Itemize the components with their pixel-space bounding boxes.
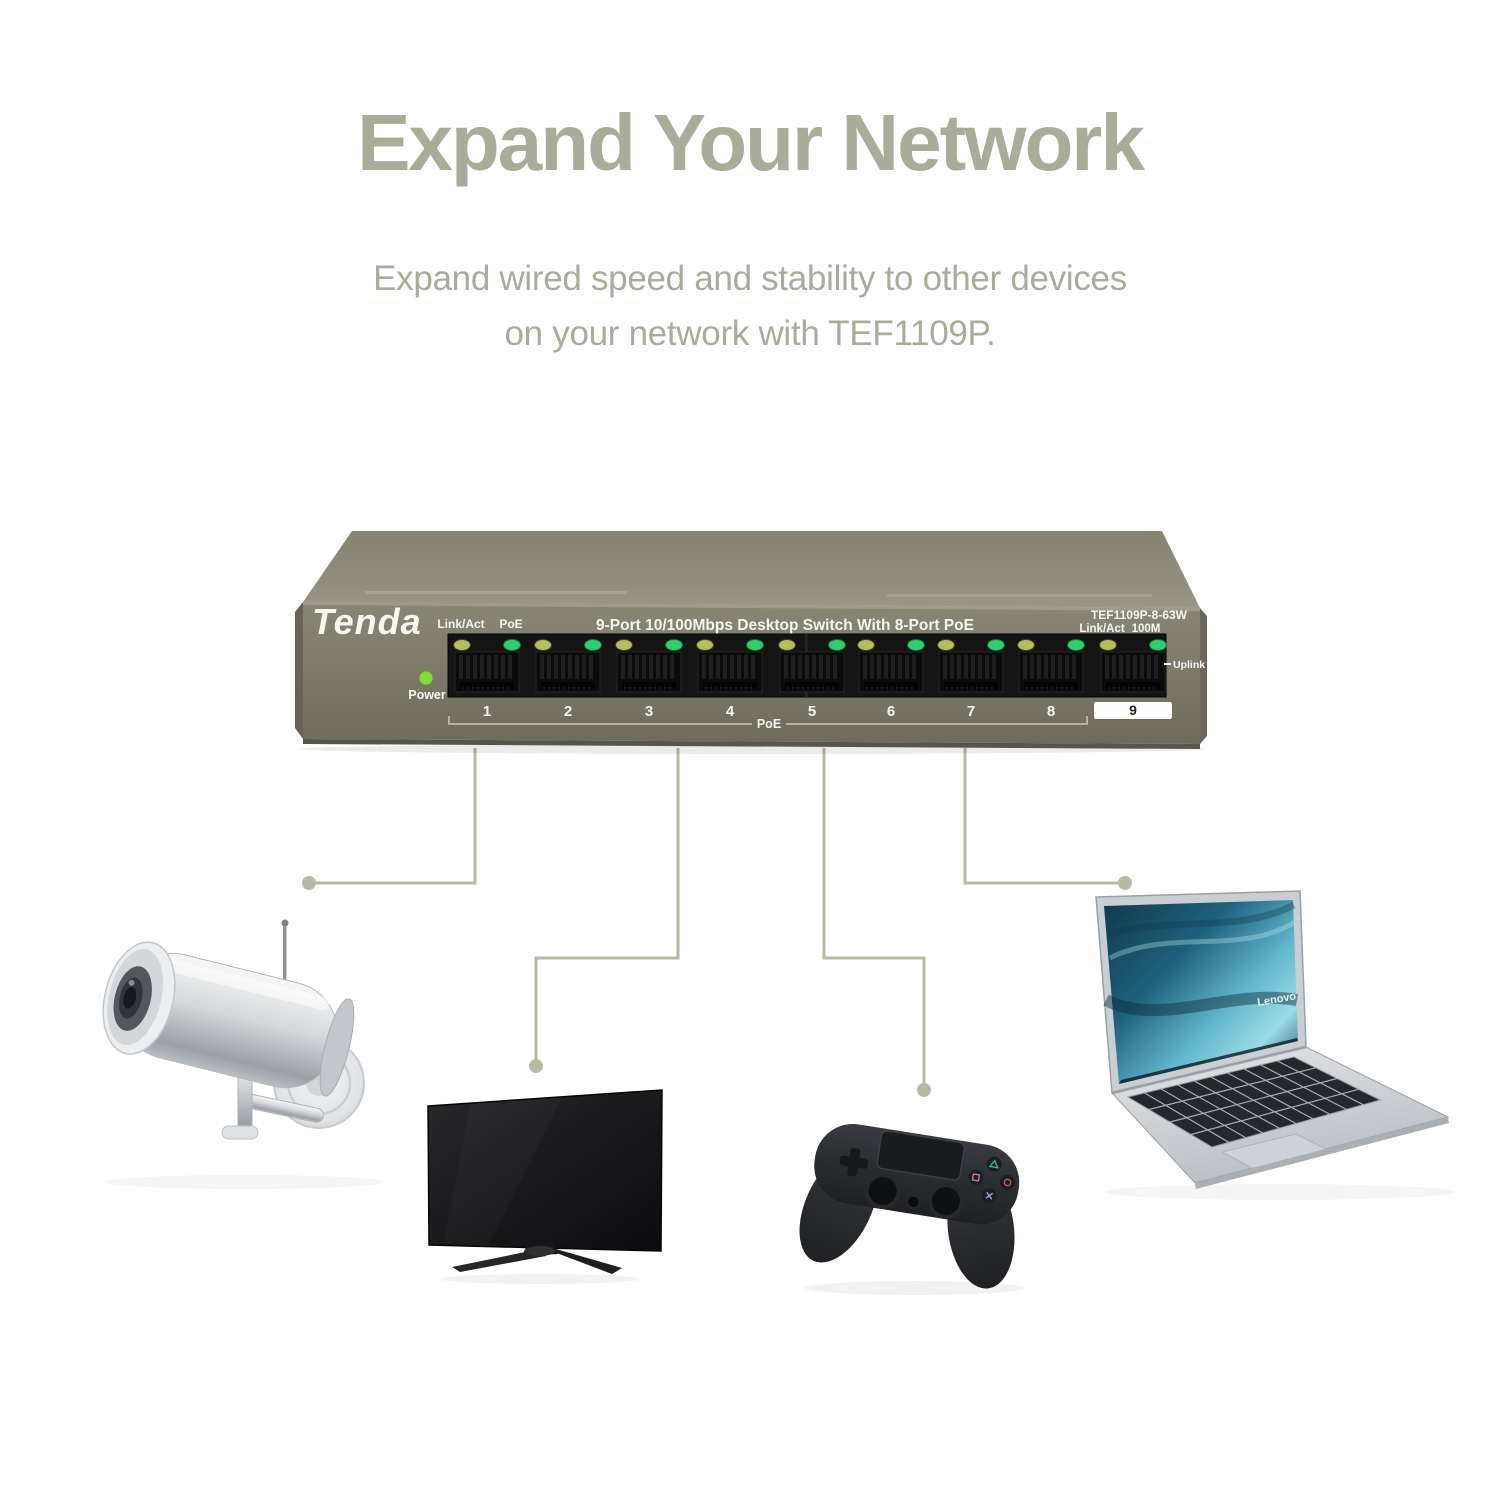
- port-numbers: 1 2 3 4 5 6 7 8: [483, 703, 1055, 720]
- laptop-hinge: [1111, 1045, 1307, 1095]
- rj45-port-1: [454, 651, 520, 693]
- port-number-2: 2: [564, 703, 572, 720]
- switch-base-strip: [303, 739, 1200, 749]
- line-port7-to-laptop: [963, 748, 1121, 885]
- port-number-9: 9: [1129, 702, 1137, 718]
- line-port4-to-tv: [534, 748, 680, 1062]
- top-groove-right: [886, 594, 1152, 597]
- camera-lens-core: [123, 987, 137, 1009]
- model-label: TEF1109P-8-63W: [1091, 608, 1188, 622]
- rj45-port-7: [938, 651, 1004, 693]
- tv-shadow: [440, 1274, 640, 1284]
- port-number-5: 5: [808, 703, 816, 720]
- screen-wave-dark: [1103, 991, 1299, 1017]
- switch-brand: Tenda: [312, 601, 422, 642]
- led-label-poe: PoE: [499, 617, 522, 631]
- camera-mount-foot: [221, 1125, 259, 1140]
- camera-body-highlight: [154, 956, 330, 1010]
- rj45-port-3: [616, 651, 682, 693]
- port-number-8: 8: [1047, 703, 1055, 720]
- laptop-key-grid: [1144, 1060, 1364, 1143]
- camera-shadow: [105, 1175, 385, 1189]
- rj45-port-9-uplink: [1100, 651, 1166, 693]
- laptop-keyboard: [1126, 1056, 1382, 1148]
- line-port5-to-controller: [822, 748, 926, 1086]
- line-endpoint-laptop: [1118, 876, 1132, 890]
- device-laptop: Lenovo: [1095, 890, 1455, 1200]
- page-subtitle: Expand wired speed and stability to othe…: [0, 251, 1500, 361]
- rj45-port-2: [535, 651, 601, 693]
- controller-left-stick: [864, 1173, 901, 1210]
- port-number-7: 7: [967, 703, 975, 720]
- camera-body-group: [102, 941, 355, 1097]
- laptop-screen: [1104, 900, 1298, 1084]
- uplink-led-label-link: Link/Act: [1079, 623, 1125, 635]
- screen-wave-light: [1108, 919, 1297, 961]
- uplink-label: Uplink: [1173, 659, 1205, 671]
- led-label-link-act: Link/Act: [437, 617, 484, 631]
- port-number-4: 4: [726, 703, 735, 720]
- top-groove-left: [365, 591, 627, 594]
- tv-stand-hub: [525, 1246, 555, 1256]
- subtitle-line-2: on your network with TEF1109P.: [504, 314, 996, 353]
- controller-shadow: [805, 1281, 1025, 1295]
- controller-right-stick: [927, 1183, 964, 1220]
- screen-wave-dark2: [1106, 901, 1296, 939]
- line-endpoint-camera: [302, 876, 316, 890]
- device-tv: [427, 1089, 663, 1284]
- camera-antenna-tip: [281, 919, 289, 927]
- line-port1-to-camera: [313, 748, 477, 885]
- poe-group-bracket: [448, 716, 1088, 725]
- rj45-port-5: [779, 651, 845, 693]
- controller-dpad-horizontal: [839, 1155, 868, 1169]
- camera-lens-glint: [128, 979, 135, 986]
- rj45-ports: [454, 651, 1166, 693]
- uplink-led-label-speed: 100M: [1132, 623, 1161, 635]
- page-title: Expand Your Network: [357, 98, 1145, 187]
- front-top-highlight: [303, 602, 1200, 611]
- network-switch: Tenda Power Link/Act PoE 9-Port 10/100Mb…: [295, 531, 1207, 754]
- port-number-1: 1: [483, 703, 491, 720]
- subtitle-line-1: Expand wired speed and stability to othe…: [373, 259, 1127, 298]
- uplink-port-number-box: [1094, 702, 1172, 719]
- power-led: [418, 670, 434, 686]
- screen-bottom-reflection: [1119, 1038, 1298, 1084]
- rj45-port-8: [1018, 651, 1084, 693]
- panel-title: 9-Port 10/100Mbps Desktop Switch With 8-…: [596, 617, 974, 634]
- line-endpoint-controller: [917, 1083, 931, 1097]
- device-ip-camera: [102, 919, 385, 1189]
- switch-right-face: [1200, 608, 1207, 744]
- switch-left-face: [295, 602, 303, 739]
- rj45-port-4: [697, 651, 763, 693]
- port-number-3: 3: [645, 703, 653, 720]
- tv-stand-right-leg: [546, 1249, 622, 1274]
- tv-screen: [427, 1089, 663, 1252]
- laptop-front-edge: [1195, 1117, 1449, 1189]
- controller-square-button: [968, 1169, 984, 1185]
- tv-stand-left-leg: [452, 1249, 546, 1272]
- controller-ps-button: [906, 1195, 921, 1209]
- camera-back-cap: [319, 998, 355, 1097]
- port-number-6: 6: [887, 703, 895, 720]
- device-game-controller: [799, 1123, 1025, 1295]
- port-leds: [453, 639, 1167, 651]
- controller-circle-button: [1000, 1174, 1016, 1190]
- line-endpoint-tv: [529, 1059, 543, 1073]
- connection-lines: [302, 748, 1132, 1097]
- camera-antenna: [283, 925, 287, 987]
- laptop-shadow: [1105, 1184, 1455, 1200]
- rj45-port-6: [858, 651, 924, 693]
- controller-touchpad: [876, 1130, 966, 1181]
- power-label: Power: [408, 688, 446, 702]
- poe-group-label: PoE: [757, 717, 781, 731]
- switch-top-face: [303, 531, 1200, 608]
